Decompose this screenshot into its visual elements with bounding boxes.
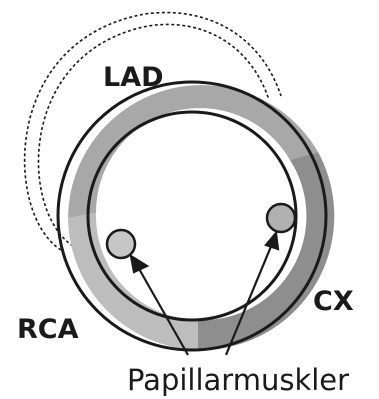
rca-territory-segment	[68, 213, 198, 350]
rca-label: RCA	[17, 314, 79, 345]
cx-label: CX	[313, 286, 354, 317]
arrowhead-left-icon	[131, 256, 147, 272]
dashed-vessel-arc	[25, 13, 281, 250]
lad-territory-segment	[68, 85, 318, 218]
arrowhead-right-icon	[266, 233, 278, 249]
papillary-muscles-caption: Papillarmuskler	[127, 363, 349, 397]
lad-label: LAD	[103, 62, 164, 93]
papillary-muscle-right	[267, 204, 295, 232]
papillary-muscle-left	[107, 230, 135, 258]
cx-territory-segment	[198, 152, 334, 350]
